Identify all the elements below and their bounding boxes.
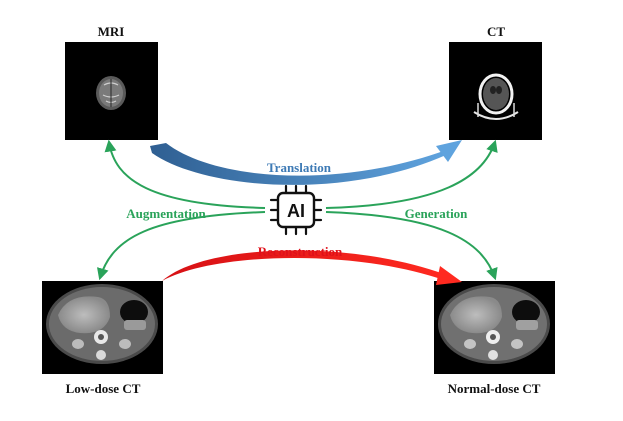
ct-title: CT <box>486 24 506 39</box>
mri-image <box>65 42 158 140</box>
arrow-ai-to-normal-dose <box>325 211 498 281</box>
translation-arrow <box>150 140 462 185</box>
reconstruction-label: Reconstruction <box>257 244 343 259</box>
arrow-ai-to-low-dose <box>97 211 266 281</box>
translation-label: Translation <box>266 160 332 175</box>
reconstruction-arrow <box>148 250 462 285</box>
low-dose-ct-title: Low-dose CT <box>65 381 141 396</box>
ai-chip-text: AI <box>287 201 305 221</box>
arrow-ai-to-mri <box>104 139 266 209</box>
ai-chip-icon: AI <box>269 184 323 236</box>
normal-dose-ct-title: Normal-dose CT <box>447 381 541 396</box>
mri-title: MRI <box>97 24 125 39</box>
normal-dose-ct-image <box>434 281 555 374</box>
augmentation-label: Augmentation <box>126 206 206 221</box>
green-arrows <box>97 139 498 281</box>
low-dose-ct-image <box>42 281 163 374</box>
ct-image <box>449 42 542 140</box>
generation-label: Generation <box>404 206 468 221</box>
arrow-ai-to-ct <box>325 139 498 209</box>
